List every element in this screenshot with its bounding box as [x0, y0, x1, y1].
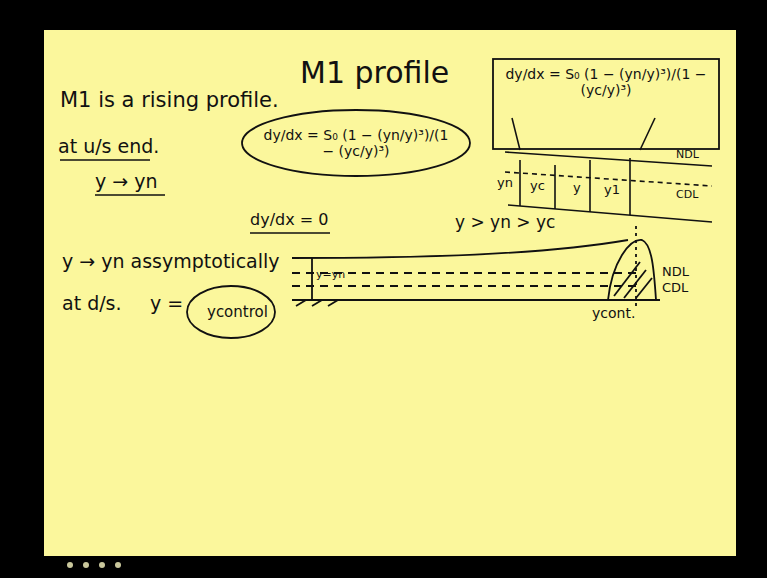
handwritten-note: y → yn [95, 170, 158, 192]
equation-text: dy/dx = S₀ (1 − (yn/y)³)/(1 − (yc/y)³) [500, 66, 712, 98]
handwritten-note: at d/s. [62, 292, 122, 314]
handwritten-note: CDL [676, 188, 698, 201]
handwritten-note: y=yn [316, 268, 345, 281]
handwritten-note: CDL [662, 280, 688, 295]
circled-expression: dy/dx = S₀ (1 − (yn/y)³)/(1 − (yc/y)³) [240, 108, 472, 178]
outline-shape [493, 59, 719, 149]
handwritten-note: NDL [662, 264, 689, 279]
slide-title: M1 profile [300, 55, 449, 90]
handwritten-note: y1 [604, 182, 620, 197]
handwritten-note: at u/s end. [58, 135, 159, 157]
circled-expression: ycontrol [185, 284, 277, 340]
handwritten-note: NDL [676, 148, 699, 161]
handwritten-note: y > yn > yc [455, 212, 555, 232]
equation-text: dy/dx = S₀ (1 − (yn/y)³)/(1 − (yc/y)³) [262, 127, 450, 159]
equation-box: dy/dx = S₀ (1 − (yn/y)³)/(1 − (yc/y)³) [492, 58, 720, 150]
handwritten-note: y = [150, 292, 183, 314]
handwritten-note: yn [497, 175, 513, 190]
equation-text: ycontrol [207, 303, 255, 321]
outline-shape [242, 110, 470, 176]
handwritten-note: yc [530, 178, 545, 193]
outline-shape [187, 286, 275, 338]
page-indicator [67, 562, 121, 568]
handwritten-note: y [573, 180, 581, 195]
handwritten-note: dy/dx = 0 [250, 210, 328, 229]
handwritten-note: M1 is a rising profile. [60, 88, 279, 112]
handwritten-note: y → yn assymptotically [62, 250, 280, 272]
handwritten-note: ycont. [592, 305, 635, 321]
